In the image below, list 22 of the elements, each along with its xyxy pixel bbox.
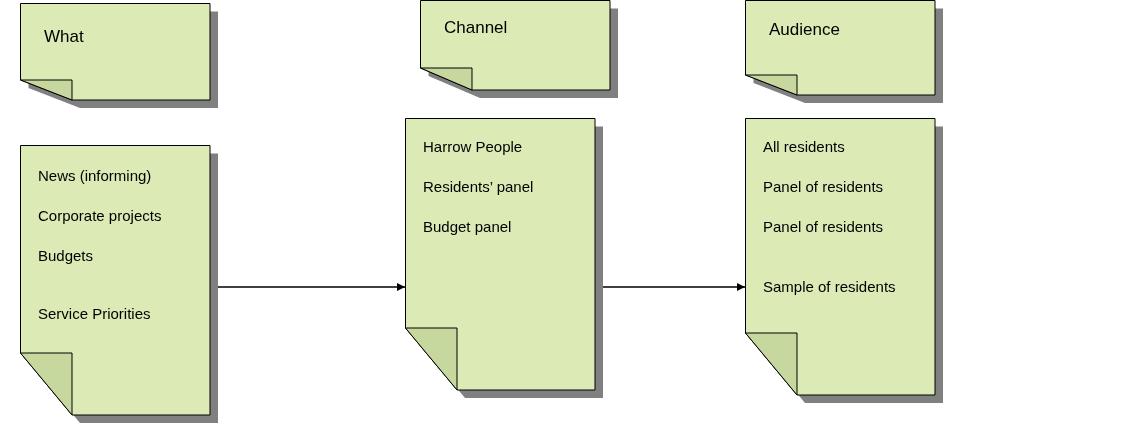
sticky-note bbox=[745, 118, 943, 403]
arrow bbox=[602, 283, 746, 291]
note-item: Panel of residents bbox=[763, 178, 884, 195]
note-item: Service Priorities bbox=[38, 305, 151, 322]
note-heading: Channel bbox=[444, 18, 508, 38]
sticky-note bbox=[20, 3, 218, 108]
note-heading: What bbox=[44, 27, 84, 47]
note-item: Budget panel bbox=[423, 218, 512, 235]
note-item: Residents’ panel bbox=[423, 178, 534, 195]
sticky-note bbox=[745, 0, 943, 103]
note-item: All residents bbox=[763, 138, 845, 155]
note-item: Sample of residents bbox=[763, 278, 896, 295]
sticky-note bbox=[420, 0, 618, 98]
arrow bbox=[217, 283, 406, 291]
note-item: Corporate projects bbox=[38, 207, 162, 224]
sticky-note bbox=[20, 145, 218, 423]
note-heading: Audience bbox=[769, 20, 840, 40]
note-item: Panel of residents bbox=[763, 218, 884, 235]
note-item: Harrow People bbox=[423, 138, 523, 155]
note-item: Budgets bbox=[38, 247, 94, 264]
sticky-note bbox=[405, 118, 603, 398]
note-item: News (informing) bbox=[38, 167, 152, 184]
